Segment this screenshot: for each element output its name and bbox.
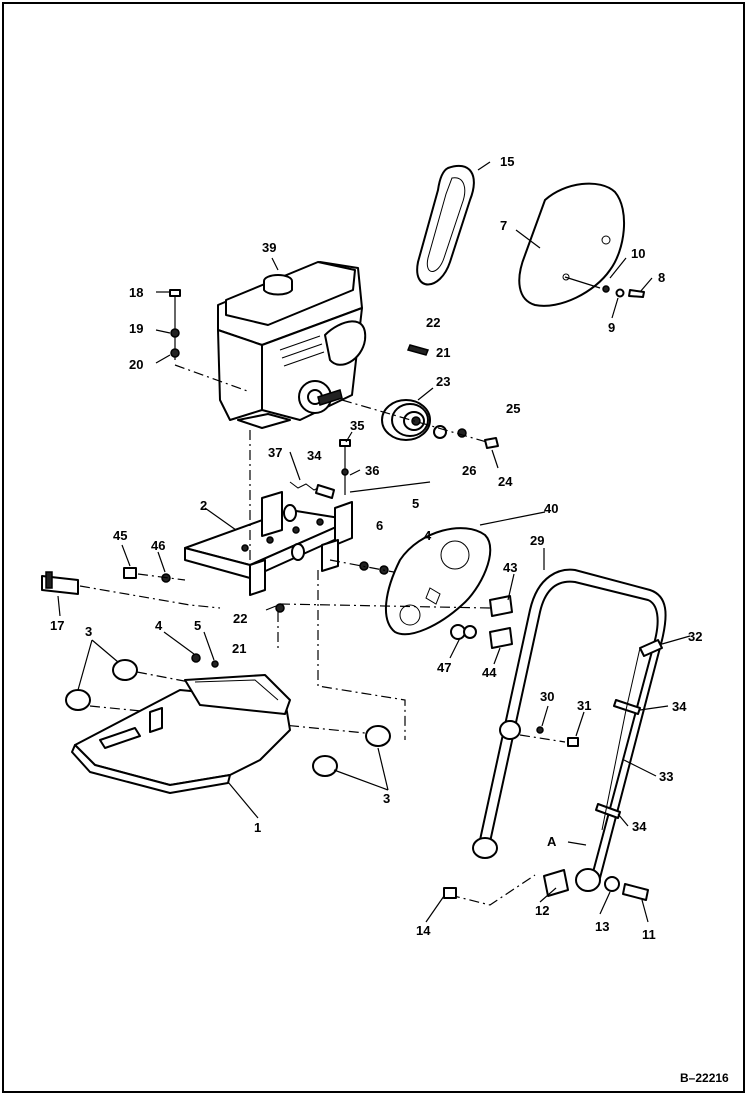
callout-4-right: 4: [424, 528, 432, 543]
callout-4: 4: [155, 618, 163, 633]
callout-3-top: 3: [85, 624, 92, 639]
callout-28: 26: [462, 463, 476, 478]
callout-23: 21: [436, 345, 450, 360]
plate-bolts: [123, 567, 186, 583]
base-plate: [71, 653, 291, 794]
callout-45: 45: [113, 528, 127, 543]
callout-18: 18: [129, 285, 143, 300]
engine-mount-bolts: [169, 289, 251, 393]
figure-id: B–22216: [680, 1071, 729, 1085]
callout-10: 10: [631, 246, 645, 261]
callout-7: 7: [500, 218, 507, 233]
callout-36: 35: [350, 418, 364, 433]
callout-1: 1: [254, 820, 261, 835]
callout-25: 22: [426, 315, 440, 330]
callout-38: 37: [268, 445, 282, 460]
lower-bolt: [275, 603, 285, 650]
callout-A: A: [547, 834, 557, 849]
callout-5-top: 5: [412, 496, 419, 511]
pulley-cover-plate: [384, 527, 492, 636]
callout-22: 22: [233, 611, 247, 626]
callout-labels: 15 7 10 8 9 39 18 19 20 22 21 23 24 25 2…: [50, 154, 729, 1085]
callout-37: 36: [365, 463, 379, 478]
callout-24: 23: [436, 374, 450, 389]
leader-lines: [57, 161, 691, 923]
callout-21: 21: [232, 641, 246, 656]
callout-34-top: 34: [672, 699, 687, 714]
callout-11: 11: [642, 927, 656, 942]
callout-17: 17: [50, 618, 64, 633]
callout-5: 5: [194, 618, 201, 633]
callout-27: 25: [506, 401, 520, 416]
pulley-key: [406, 344, 430, 356]
cover-spacers: [279, 595, 513, 649]
callout-20: 20: [129, 357, 143, 372]
engine-mount-plate: [184, 430, 353, 596]
callout-35: 34: [307, 448, 322, 463]
callout-46: 46: [151, 538, 165, 553]
callout-39: 39: [262, 240, 276, 255]
callout-6: 6: [376, 518, 383, 533]
callout-34: 34: [632, 819, 647, 834]
callout-9: 9: [608, 320, 615, 335]
callout-8: 8: [658, 270, 665, 285]
callout-47: 47: [437, 660, 451, 675]
callout-30: 31: [577, 698, 591, 713]
engine: [217, 261, 367, 429]
callout-43: 43: [503, 560, 517, 575]
callout-26: 24: [498, 474, 513, 489]
callout-12: 12: [535, 903, 549, 918]
callout-13: 13: [595, 919, 609, 934]
left-bracket: [41, 571, 221, 609]
throttle-linkage: [289, 439, 431, 499]
drive-pulley: [341, 399, 499, 449]
callout-44: 44: [482, 665, 497, 680]
callout-2: 2: [200, 498, 207, 513]
callout-29: 29: [530, 533, 544, 548]
callout-33: 33: [659, 769, 673, 784]
drive-belt: [416, 164, 475, 286]
callout-32: 32: [688, 629, 702, 644]
callout-31: 30: [540, 689, 554, 704]
callout-3-bottom: 3: [383, 791, 390, 806]
shock-mounts: [65, 570, 406, 777]
belt-guard: [518, 182, 626, 307]
callout-19: 19: [129, 321, 143, 336]
callout-15: 15: [500, 154, 514, 169]
handle-assembly: [443, 568, 667, 906]
callout-40: 40: [544, 501, 558, 516]
callout-14: 14: [416, 923, 431, 938]
